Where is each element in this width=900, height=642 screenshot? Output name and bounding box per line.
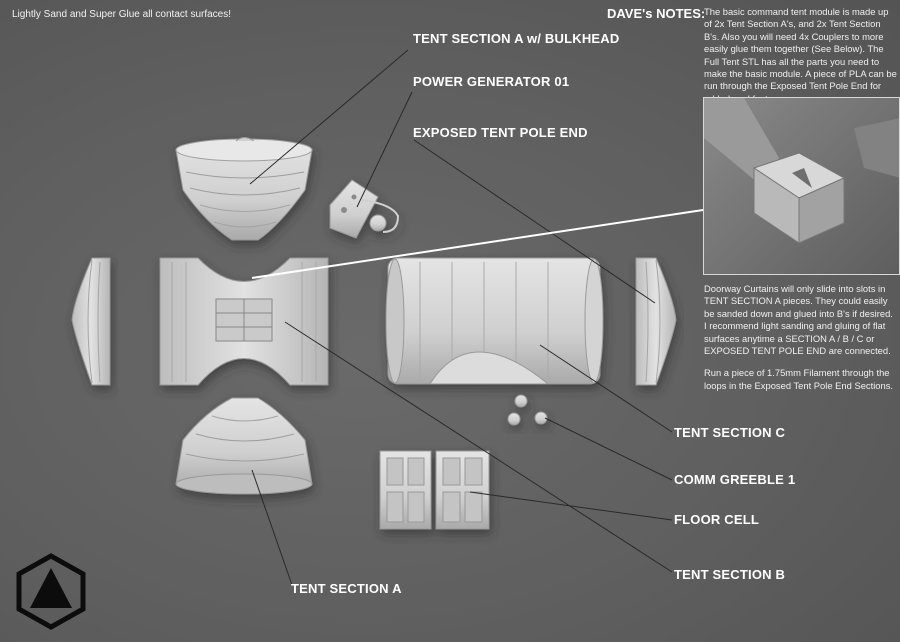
label-tent-section-a-bulkhead: TENT SECTION A w/ BULKHEAD xyxy=(413,31,620,46)
label-floor-cell: FLOOR CELL xyxy=(674,512,760,527)
notes-intro: The basic command tent module is made up… xyxy=(704,6,897,104)
label-tent-section-a: TENT SECTION A xyxy=(291,581,402,596)
notes-para-2: I recommend light sanding and gluing of … xyxy=(704,320,891,357)
floor-cell-model xyxy=(379,450,490,530)
power-generator-model xyxy=(329,179,400,239)
detail-inset-drawing xyxy=(704,98,899,244)
hexagon-logo-icon xyxy=(16,553,86,630)
label-comm-greeble: COMM GREEBLE 1 xyxy=(674,472,796,487)
callout-line xyxy=(251,209,704,279)
label-power-generator: POWER GENERATOR 01 xyxy=(413,74,570,89)
tent-end-cap-left-model xyxy=(71,257,111,386)
leader-lines xyxy=(249,49,673,586)
tent-section-b-model xyxy=(159,257,329,386)
tent-section-a-model xyxy=(175,397,313,495)
notes-details: Doorway Curtains will only slide into sl… xyxy=(704,283,898,402)
label-exposed-tent-pole-end: EXPOSED TENT POLE END xyxy=(413,125,588,140)
detail-inset xyxy=(703,97,900,275)
label-tent-section-b: TENT SECTION B xyxy=(674,567,786,582)
comm-greeble-model xyxy=(507,394,548,426)
tent-section-c-model xyxy=(385,257,604,385)
label-tent-section-c: TENT SECTION C xyxy=(674,425,786,440)
top-note: Lightly Sand and Super Glue all contact … xyxy=(12,9,232,20)
notes-para-3: Run a piece of 1.75mm Filament through t… xyxy=(704,367,894,391)
notes-heading: DAVE's NOTES: xyxy=(607,6,706,21)
tent-section-a-bulkhead-model xyxy=(175,137,313,241)
tent-end-cap-right-model xyxy=(635,257,677,386)
notes-para-1: Doorway Curtains will only slide into sl… xyxy=(704,283,893,319)
